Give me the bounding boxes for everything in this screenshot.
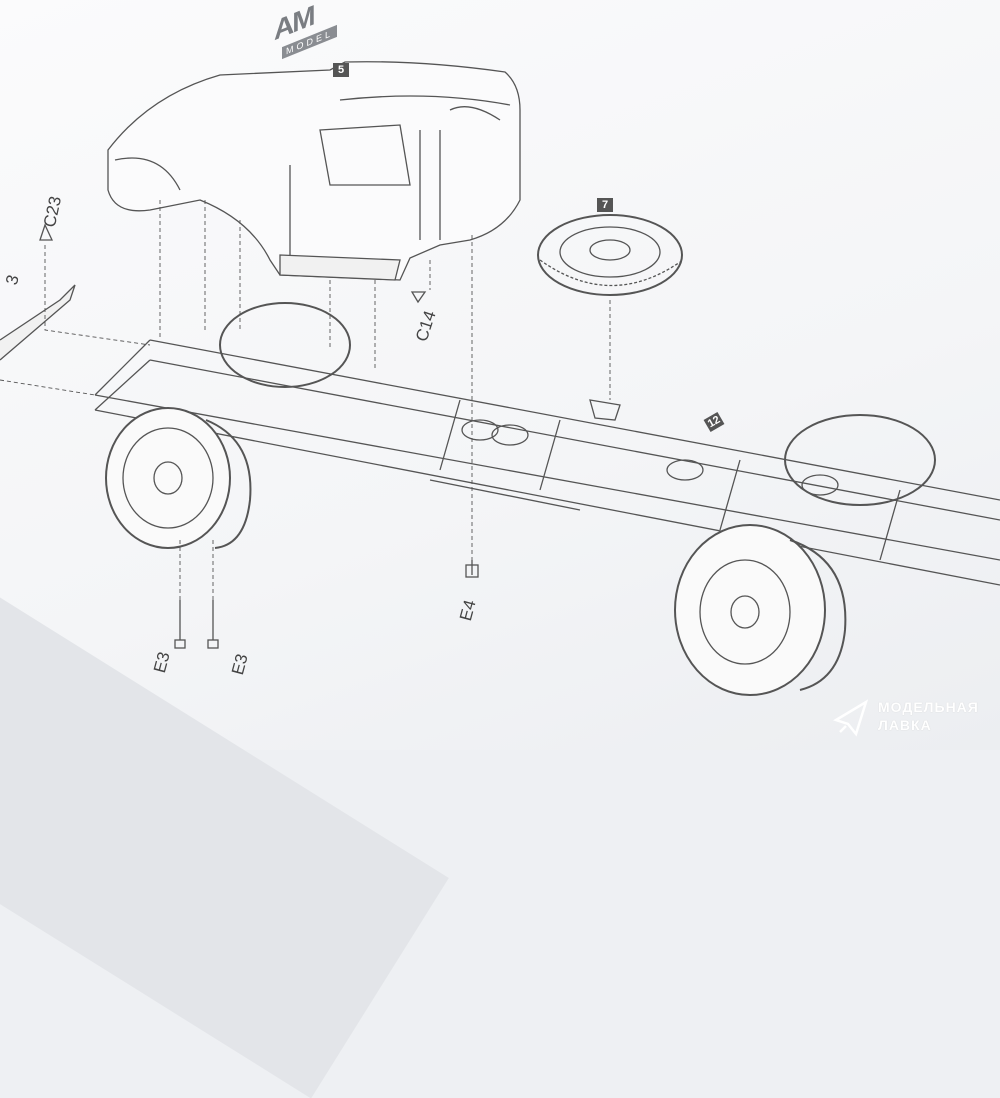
front-wheel-right: [219, 302, 351, 388]
rear-wheel-front: [674, 524, 847, 696]
front-wheel-left: [105, 407, 252, 549]
step-badge-spare-wheel: 7: [597, 198, 613, 212]
assembly-drawing: [0, 61, 1000, 696]
watermark: МОДЕЛЬНАЯ ЛАВКА: [878, 698, 979, 734]
step-badge-cab: 5: [333, 63, 349, 77]
screws: [0, 223, 479, 649]
watermark-line2: ЛАВКА: [878, 717, 932, 733]
watermark-line1: МОДЕЛЬНАЯ: [878, 699, 979, 715]
chassis-frame: [94, 339, 1000, 586]
rear-wheel-back: [784, 414, 936, 506]
truck-cab: [107, 61, 521, 281]
spare-wheel: [537, 214, 683, 296]
guide-lines: [0, 200, 611, 600]
watermark-rocket-icon: [833, 699, 869, 737]
